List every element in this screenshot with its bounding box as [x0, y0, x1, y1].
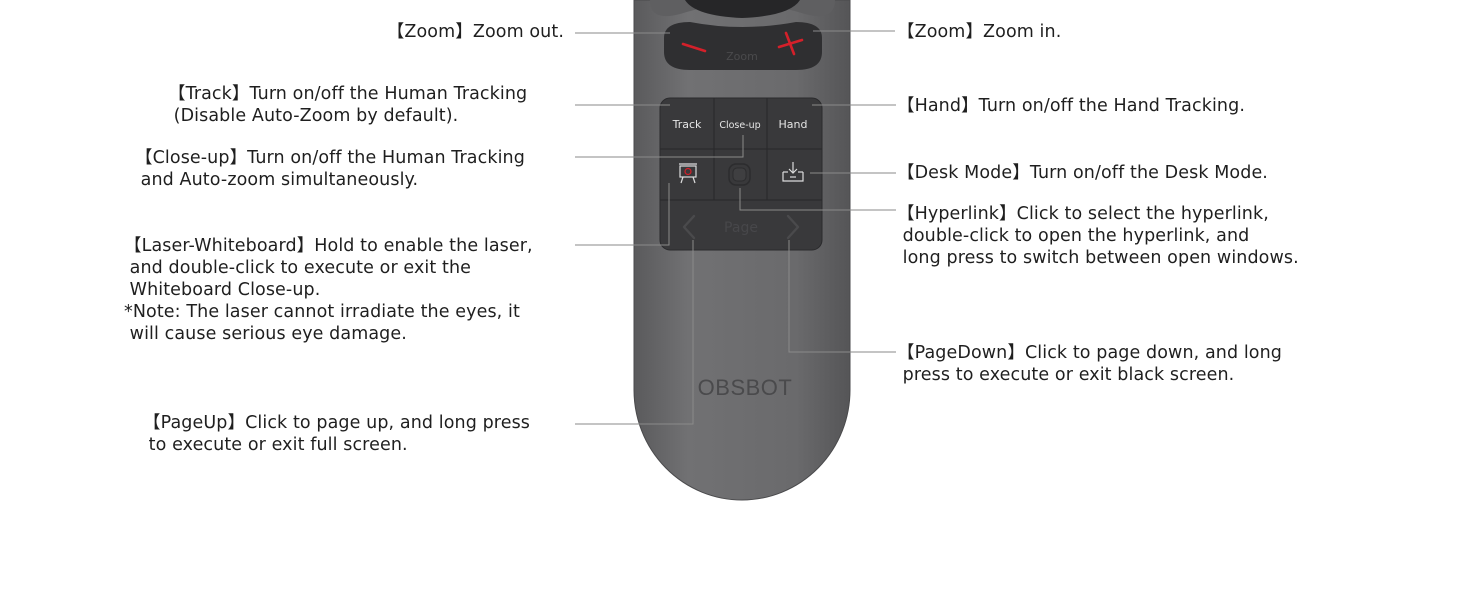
pagedown-annotation: 【PageDown】Click to page down, and long p… [897, 343, 1283, 385]
leader-pageup [575, 240, 694, 425]
laser-annotation: 【Laser-Whiteboard】Hold to enable the las… [124, 236, 533, 344]
page-label: Page [724, 220, 758, 236]
hyperlink-icon[interactable] [728, 163, 751, 186]
desk-mode-icon[interactable] [782, 162, 804, 182]
track-key-label: Track [672, 118, 702, 131]
brand-logo: OBSBOT [698, 375, 793, 400]
hand-annotation: 【Hand】Turn on/off the Hand Tracking. [897, 96, 1245, 116]
zoom-out-minus-icon [681, 42, 707, 53]
closeup-key-label: Close-up [719, 120, 760, 131]
hand-key-label: Hand [779, 118, 808, 131]
track-annotation: 【Track】Turn on/off the Human Tracking (D… [168, 84, 528, 126]
zoom-in-annotation: 【Zoom】Zoom in. [897, 22, 1062, 42]
leader-pagedown [788, 240, 896, 353]
hyperlink-annotation: 【Hyperlink】Click to select the hyperlink… [897, 204, 1299, 268]
page-up-chevron-left-icon[interactable] [682, 214, 696, 240]
pageup-annotation: 【PageUp】Click to page up, and long press… [143, 413, 531, 455]
page-down-chevron-right-icon[interactable] [786, 214, 800, 240]
zoom-label: Zoom [726, 50, 758, 63]
closeup-annotation: 【Close-up】Turn on/off the Human Tracking… [135, 148, 525, 190]
zoom-out-annotation: 【Zoom】Zoom out. [386, 22, 564, 42]
desk-annotation: 【Desk Mode】Turn on/off the Desk Mode. [897, 163, 1268, 183]
leader-closeup [575, 135, 744, 158]
zoom-rocker [664, 22, 822, 70]
leader-lines [575, 30, 896, 425]
leader-laser [575, 183, 670, 246]
zoom-in-plus-icon-v [784, 31, 796, 56]
dial-button[interactable] [685, 0, 800, 18]
leader-hyperlink [739, 188, 896, 211]
laser-whiteboard-icon[interactable] [679, 163, 697, 184]
